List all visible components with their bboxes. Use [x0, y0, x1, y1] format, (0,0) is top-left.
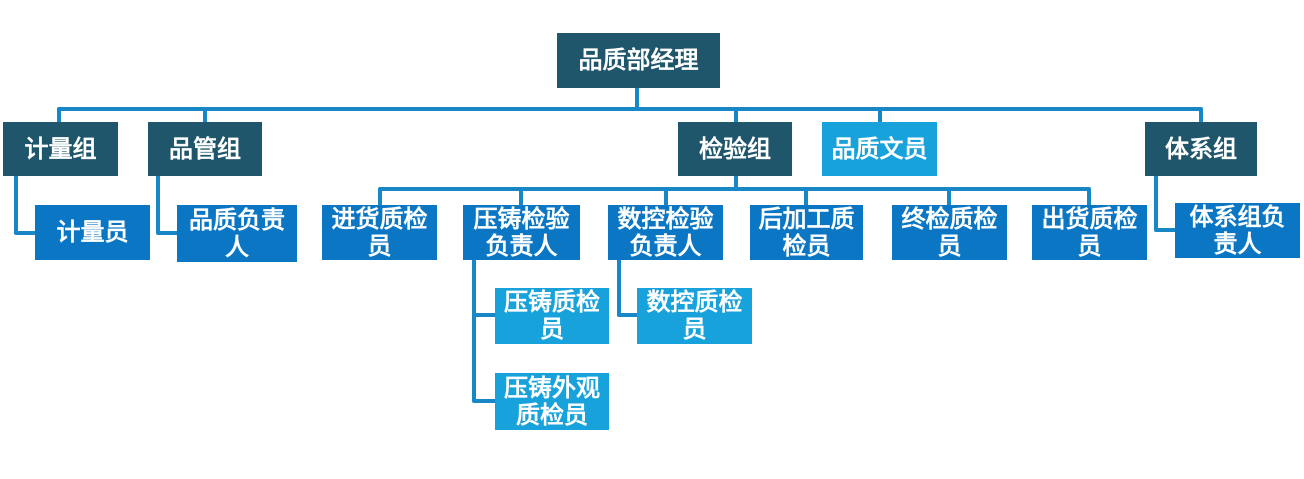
org-node-system-group[interactable]: 体系组 — [1145, 122, 1257, 176]
org-node-metrology-group[interactable]: 计量组 — [3, 122, 118, 176]
org-node-quality-lead[interactable]: 品质负责 人 — [177, 205, 297, 262]
org-node-cnc-quality-inspector[interactable]: 数控质检 员 — [637, 288, 752, 344]
connector-hang-cnc-child — [617, 258, 640, 317]
connector-hang-metrology-staff — [14, 174, 38, 235]
org-node-final-inspector[interactable]: 终检质检 员 — [892, 205, 1007, 260]
org-node-postprocess-inspector[interactable]: 后加工质 检员 — [750, 205, 863, 260]
org-node-quality-control-group[interactable]: 品管组 — [148, 122, 262, 176]
org-node-cnc-inspection-lead[interactable]: 数控检验 负责人 — [608, 205, 723, 260]
org-node-diecast-quality-inspector[interactable]: 压铸质检 员 — [495, 288, 609, 344]
org-node-inspection-group[interactable]: 检验组 — [678, 122, 792, 176]
org-node-system-group-lead[interactable]: 体系组负 责人 — [1175, 203, 1300, 258]
connector-hang-system-lead — [1154, 174, 1178, 232]
org-node-incoming-inspector[interactable]: 进货质检 员 — [322, 205, 437, 260]
org-node-diecast-inspection-lead[interactable]: 压铸检验 负责人 — [463, 205, 580, 260]
org-node-quality-clerk[interactable]: 品质文员 — [822, 122, 937, 176]
connector-hang-quality-lead — [156, 174, 180, 235]
org-node-shipping-inspector[interactable]: 出货质检 员 — [1032, 205, 1147, 260]
connector-level1-rail — [57, 107, 1203, 126]
org-node-diecast-visual-inspector[interactable]: 压铸外观 质检员 — [495, 373, 609, 430]
org-node-metrology-staff[interactable]: 计量员 — [35, 205, 150, 260]
org-node-quality-dept-manager[interactable]: 品质部经理 — [557, 33, 720, 88]
connector-hang-diecast-children — [472, 258, 498, 403]
connector-inspection-rail — [378, 187, 1091, 208]
